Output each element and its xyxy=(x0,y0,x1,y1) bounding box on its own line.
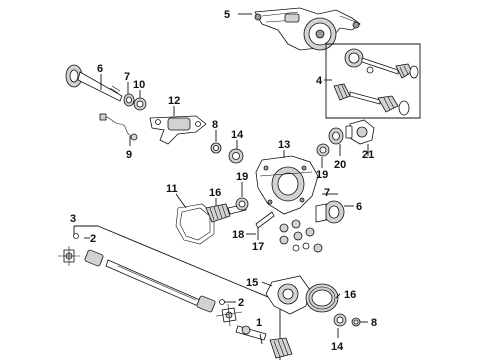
axle-housing-assembly xyxy=(254,7,361,51)
leader-lines xyxy=(84,13,369,345)
yoke-flange xyxy=(345,119,375,145)
callout-4: 4 xyxy=(316,75,323,87)
callout-7: 7 xyxy=(124,71,130,83)
bearing-upper xyxy=(210,142,222,154)
u-joint-upper xyxy=(58,233,80,266)
callout-13: 13 xyxy=(278,139,290,151)
callout-11: 11 xyxy=(166,183,178,195)
seal-upper xyxy=(228,148,244,164)
side-flange xyxy=(315,200,345,224)
callout-14: 14 xyxy=(231,129,244,141)
callout-16: 16 xyxy=(209,187,221,199)
callout-9: 9 xyxy=(126,149,132,161)
callout-21: 21 xyxy=(362,149,374,161)
differential-case xyxy=(265,275,311,315)
callout-2-lower: 2 xyxy=(238,297,244,309)
callout-2: 2 xyxy=(90,233,96,245)
callout-5: 5 xyxy=(224,9,230,21)
bearing-20 xyxy=(328,127,344,145)
propeller-shaft xyxy=(73,225,281,360)
callout-14-lower: 14 xyxy=(331,341,344,353)
callout-17: 17 xyxy=(252,241,264,253)
callout-19: 19 xyxy=(316,169,328,181)
callout-16-lower: 16 xyxy=(344,289,356,301)
callout-12: 12 xyxy=(168,95,180,107)
sensor-wire xyxy=(99,113,138,141)
inner-axle-shaft xyxy=(65,64,123,102)
seal-8-lower xyxy=(351,317,361,327)
callout-6: 6 xyxy=(97,63,103,75)
callout-7-lower: 7 xyxy=(324,187,330,199)
actuator-bracket xyxy=(149,115,207,145)
callout-labels: 5 4 6 7 10 12 9 8 14 13 19 20 21 11 16 1… xyxy=(70,9,377,353)
bearing-14-lower xyxy=(333,313,347,327)
callout-15: 15 xyxy=(246,277,258,289)
callout-18: 18 xyxy=(232,229,244,241)
carrier-housing xyxy=(255,155,319,215)
callout-3: 3 xyxy=(70,213,76,225)
gasket xyxy=(175,203,215,245)
callout-20: 20 xyxy=(334,159,346,171)
bearing-19-lower xyxy=(235,197,249,211)
bearing-19-upper xyxy=(316,143,330,157)
callout-8: 8 xyxy=(212,119,218,131)
axle-seal xyxy=(123,93,135,107)
callout-19-lower: 19 xyxy=(236,171,248,183)
callout-6-lower: 6 xyxy=(356,201,362,213)
shift-components xyxy=(255,211,323,253)
axle-shaft-kit xyxy=(325,43,421,119)
callout-8-lower: 8 xyxy=(371,317,377,329)
callout-10: 10 xyxy=(133,79,145,91)
inner-shaft-with-boot xyxy=(235,325,293,359)
ring-gear xyxy=(305,283,339,313)
axle-bearing xyxy=(133,97,147,111)
callout-1: 1 xyxy=(256,317,262,329)
